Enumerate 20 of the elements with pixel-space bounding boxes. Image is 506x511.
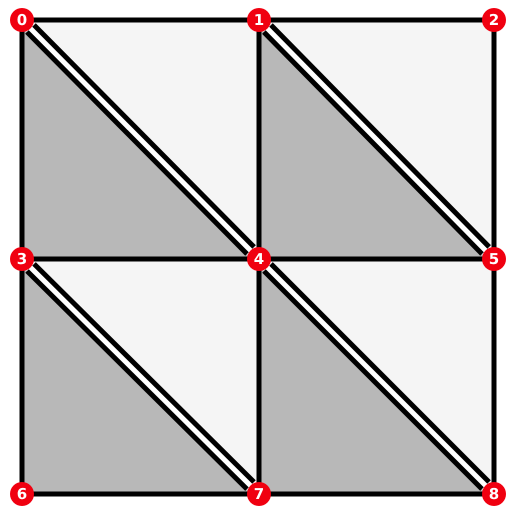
vertex-marker: 0: [10, 8, 34, 32]
edge-line: [268, 18, 484, 22]
vertex-marker: 2: [482, 8, 506, 32]
edge-line: [268, 492, 484, 496]
edge-line: [32, 18, 250, 22]
vertex-marker: 7: [247, 482, 271, 506]
vertex-marker: 1: [247, 8, 271, 32]
edge-line: [32, 256, 250, 262]
vertex-marker: 8: [482, 482, 506, 506]
vertex-marker: 6: [10, 482, 34, 506]
edge-line: [20, 268, 24, 484]
vertex-marker: 3: [10, 247, 34, 271]
edge-line: [20, 30, 24, 250]
edge-line: [256, 268, 262, 484]
edge-line: [492, 268, 496, 484]
edge-line: [32, 492, 250, 496]
edge-line: [492, 30, 496, 250]
edge-line: [268, 256, 484, 262]
edge-line: [256, 30, 262, 250]
vertex-marker: 5: [482, 247, 506, 271]
